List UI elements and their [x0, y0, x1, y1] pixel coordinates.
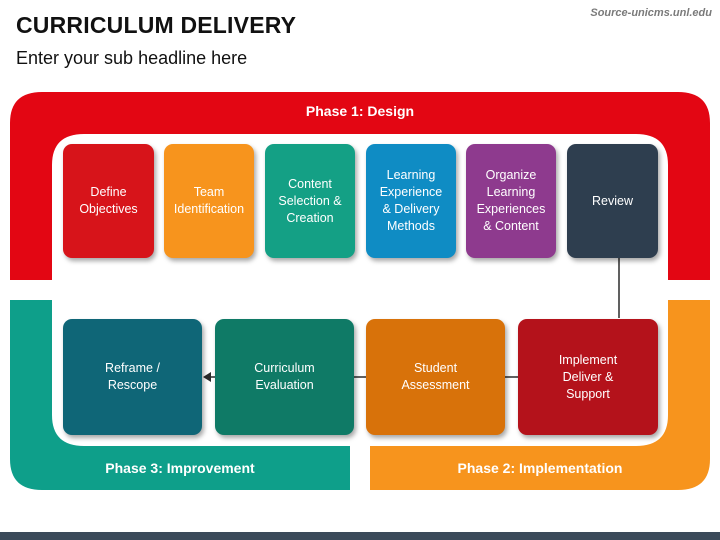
step-implement-deliver-support: Implement Deliver & Support	[518, 319, 658, 435]
phase-3-label: Phase 3: Improvement	[105, 460, 255, 476]
page-title: CURRICULUM DELIVERY	[16, 12, 297, 38]
phase-1-band	[10, 92, 710, 280]
step-organize-learning: Organize Learning Experiences & Content	[466, 144, 556, 258]
step-student-assessment: Student Assessment	[366, 319, 505, 435]
source-note: Source-unicms.unl.edu	[590, 7, 712, 19]
step-define-objectives: Define Objectives	[63, 144, 154, 258]
step-content-selection: Content Selection & Creation	[265, 144, 355, 258]
step-team-identification: Team Identification	[164, 144, 254, 258]
page-subtitle: Enter your sub headline here	[16, 48, 248, 68]
step-curriculum-evaluation: Curriculum Evaluation	[215, 319, 354, 435]
step-reframe-rescope: Reframe / Rescope	[63, 319, 202, 435]
footer-bar	[0, 532, 720, 540]
phase-3-band	[10, 300, 350, 490]
step-learning-experience: Learning Experience & Delivery Methods	[366, 144, 456, 258]
phase-1-label: Phase 1: Design	[305, 103, 415, 119]
step-review: Review	[567, 144, 658, 258]
arrowhead	[203, 372, 211, 382]
phase-2-band	[370, 300, 710, 490]
phase-2-label: Phase 2: Implementation	[457, 460, 623, 476]
